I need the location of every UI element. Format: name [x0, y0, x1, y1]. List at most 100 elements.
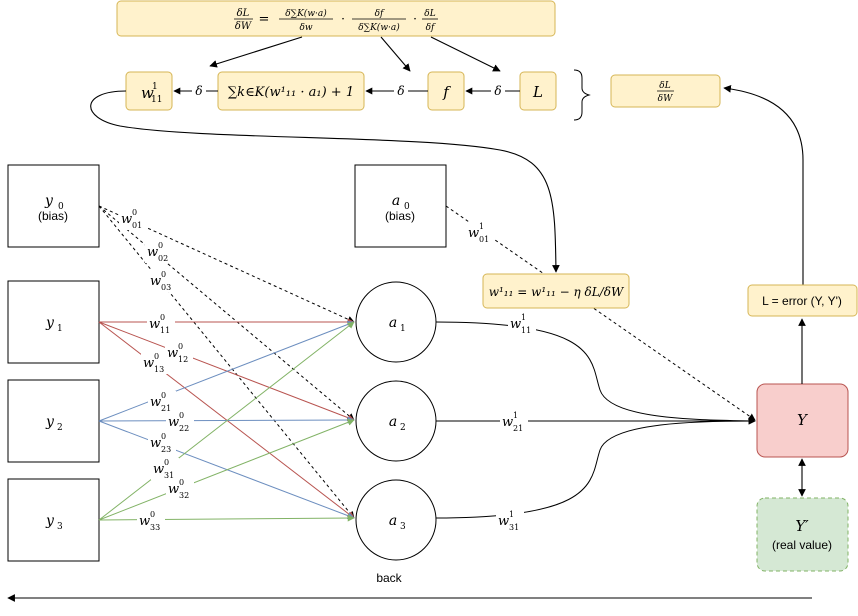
- svg-text:w: w: [167, 346, 178, 361]
- svg-text:21: 21: [161, 404, 171, 413]
- svg-text:a: a: [389, 414, 397, 430]
- gradient-formula: δL δW = δ∑K(w·a) δw · δf δ∑K(w·a) · δL δ…: [116, 0, 556, 37]
- svg-text:0: 0: [178, 342, 183, 351]
- input-y2-label: y: [45, 414, 55, 430]
- formula-t2-den: δ∑K(w·a): [358, 22, 400, 33]
- formula-dot-2: ·: [413, 12, 417, 26]
- back-label: back: [376, 571, 402, 585]
- svg-text:02: 02: [158, 254, 168, 263]
- svg-text:w: w: [168, 415, 179, 430]
- bias-a0-sub: 0: [404, 202, 410, 212]
- real-value-note: (real value): [772, 538, 832, 552]
- svg-text:3: 3: [400, 522, 406, 532]
- svg-text:w: w: [168, 482, 179, 497]
- w11-to-update-arrow: [90, 90, 560, 273]
- bias-a0-box: a 0 (bias): [354, 164, 447, 248]
- svg-text:1: 1: [513, 411, 518, 420]
- error-box-label: L = error (Y, Y'): [762, 294, 842, 308]
- svg-text:a: a: [389, 513, 397, 529]
- update-rule-box: w¹₁₁ = w¹₁₁ − η δL/δW: [482, 273, 630, 309]
- svg-text:22: 22: [179, 424, 189, 433]
- chain-w11-sub: 11: [151, 95, 162, 105]
- svg-text:w: w: [150, 274, 161, 289]
- svg-text:11: 11: [521, 326, 531, 335]
- chain-delta-2: δ: [397, 84, 404, 98]
- input-y1-sub: 1: [57, 324, 63, 334]
- chain-L-label: L: [532, 83, 543, 101]
- svg-text:0: 0: [160, 313, 165, 322]
- svg-text:0: 0: [132, 208, 137, 217]
- svg-text:w: w: [150, 395, 161, 410]
- edge-a3-Y: [435, 417, 756, 519]
- svg-text:31: 31: [164, 471, 174, 480]
- input-y3-sub: 3: [57, 522, 63, 532]
- svg-text:31: 31: [509, 523, 519, 532]
- svg-text:13: 13: [154, 365, 164, 374]
- formula-dot-1: ·: [341, 12, 345, 26]
- svg-text:0: 0: [179, 411, 184, 420]
- input-y0-label: y: [44, 193, 54, 209]
- svg-text:w: w: [149, 317, 160, 332]
- chain-w11-box: w 1 11: [125, 71, 173, 111]
- svg-text:w: w: [147, 245, 158, 260]
- svg-text:w: w: [150, 436, 161, 451]
- svg-text:23: 23: [161, 445, 171, 454]
- svg-text:0: 0: [161, 270, 166, 279]
- svg-text:1: 1: [400, 324, 406, 334]
- formula-arrow-2: [380, 36, 411, 72]
- svg-text:w: w: [139, 514, 150, 529]
- svg-text:32: 32: [179, 491, 189, 500]
- formula-t3-num: δL: [424, 9, 435, 19]
- chain-f-box: f: [427, 71, 465, 111]
- chain-w11-sup: 1: [152, 82, 158, 92]
- svg-text:01: 01: [479, 235, 489, 244]
- error-to-gradient-arrow: [723, 85, 804, 286]
- hidden-a2: a 2: [355, 380, 437, 462]
- result-gradient-box: δL δW: [610, 74, 721, 108]
- formula-lhs-num: δL: [237, 8, 250, 19]
- svg-text:w: w: [498, 514, 509, 529]
- result-den: δW: [658, 94, 673, 104]
- error-box: L = error (Y, Y'): [747, 284, 858, 317]
- formula-arrow-1: [209, 36, 303, 68]
- output-Y-box: Y: [756, 383, 849, 458]
- bias-a0-note: (bias): [385, 209, 415, 223]
- real-value-label: Y′: [795, 517, 809, 535]
- edge-y0-a3: [98, 205, 355, 519]
- svg-text:21: 21: [513, 424, 523, 433]
- svg-text:01: 01: [132, 221, 142, 230]
- svg-text:w: w: [510, 317, 521, 332]
- svg-text:1: 1: [479, 222, 484, 231]
- hidden-a1: a 1: [355, 281, 437, 363]
- svg-text:0: 0: [150, 510, 155, 519]
- svg-text:w: w: [143, 356, 154, 371]
- chain-sum-box: ∑k∈K(w¹₁₁ · a₁) + 1: [217, 71, 365, 111]
- edge-y3-a2: [98, 419, 355, 521]
- chain-delta-3: δ: [494, 84, 501, 98]
- chain-sum-label: ∑k∈K(w¹₁₁ · a₁) + 1: [228, 85, 354, 100]
- edge-a1-Y: [435, 321, 756, 425]
- chain-w11-label: w: [141, 84, 154, 102]
- svg-text:0: 0: [161, 391, 166, 400]
- svg-text:w: w: [468, 226, 479, 241]
- bias-a0-label: a: [392, 193, 400, 209]
- edge-y0-a1: [98, 205, 355, 323]
- formula-t1-den: δw: [299, 23, 312, 33]
- svg-text:w: w: [502, 415, 513, 430]
- chain-brace: [573, 69, 591, 121]
